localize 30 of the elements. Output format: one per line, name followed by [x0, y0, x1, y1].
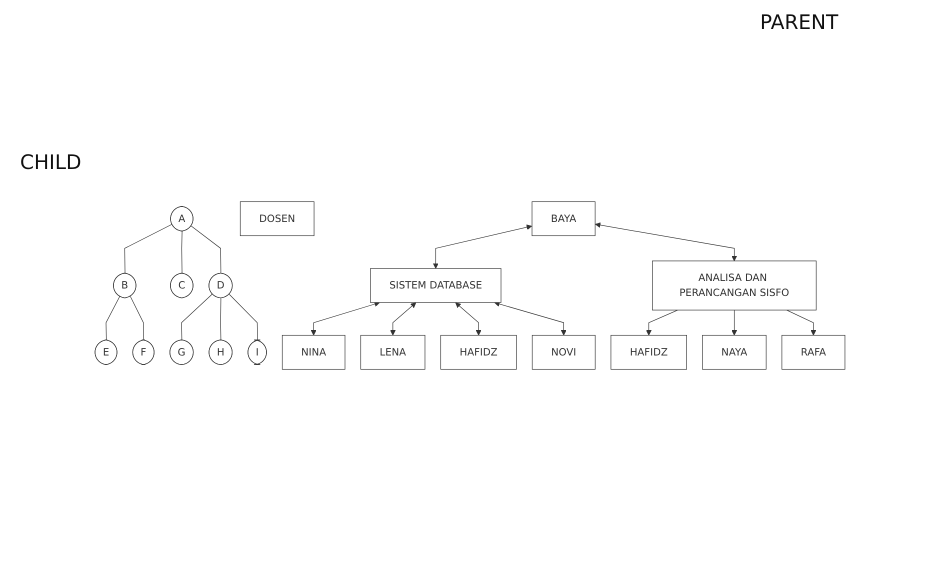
connector — [181, 294, 213, 341]
arrow — [786, 310, 816, 336]
diagram-label: CHILD — [20, 150, 82, 174]
arrow — [732, 310, 738, 336]
connector — [181, 231, 182, 274]
arrow — [455, 302, 482, 336]
node-box: DOSEN — [240, 201, 314, 236]
node-box: SISTEM DATABASE — [370, 268, 502, 303]
connector — [190, 226, 222, 274]
node-box: BAYA — [532, 201, 596, 236]
arrow — [390, 302, 416, 336]
connector — [220, 298, 222, 341]
connector — [228, 294, 258, 341]
arrow — [310, 301, 380, 336]
node-box: NOVI — [532, 334, 596, 370]
connector — [124, 224, 172, 274]
arrow — [595, 222, 738, 262]
node-box: RAFA — [782, 334, 846, 370]
node-box: NAYA — [702, 334, 766, 370]
arrow — [494, 301, 566, 336]
arrow — [646, 310, 678, 336]
diagram-label: PARENT — [760, 10, 838, 34]
connector — [130, 296, 144, 341]
node-box: NINA — [282, 334, 346, 370]
node-box: HAFIDZ — [440, 334, 517, 370]
node-box: LENA — [360, 334, 426, 370]
node-box: HAFIDZ — [610, 334, 687, 370]
connector — [106, 296, 120, 341]
node-box: ANALISA DAN PERANCANGAN SISFO — [652, 260, 816, 310]
arrow — [432, 224, 532, 269]
